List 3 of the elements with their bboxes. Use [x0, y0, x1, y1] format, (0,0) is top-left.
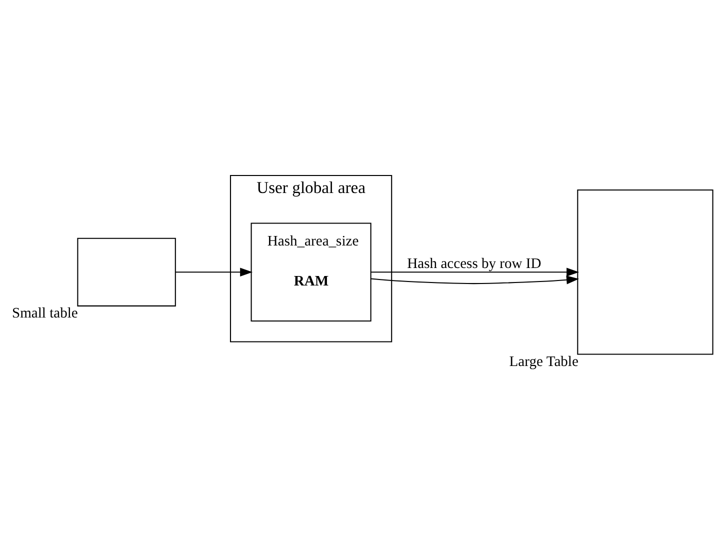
- edge-label: Hash access by row ID: [407, 256, 542, 272]
- node-label: Small table: [12, 306, 78, 322]
- node-label: Large Table: [509, 354, 578, 370]
